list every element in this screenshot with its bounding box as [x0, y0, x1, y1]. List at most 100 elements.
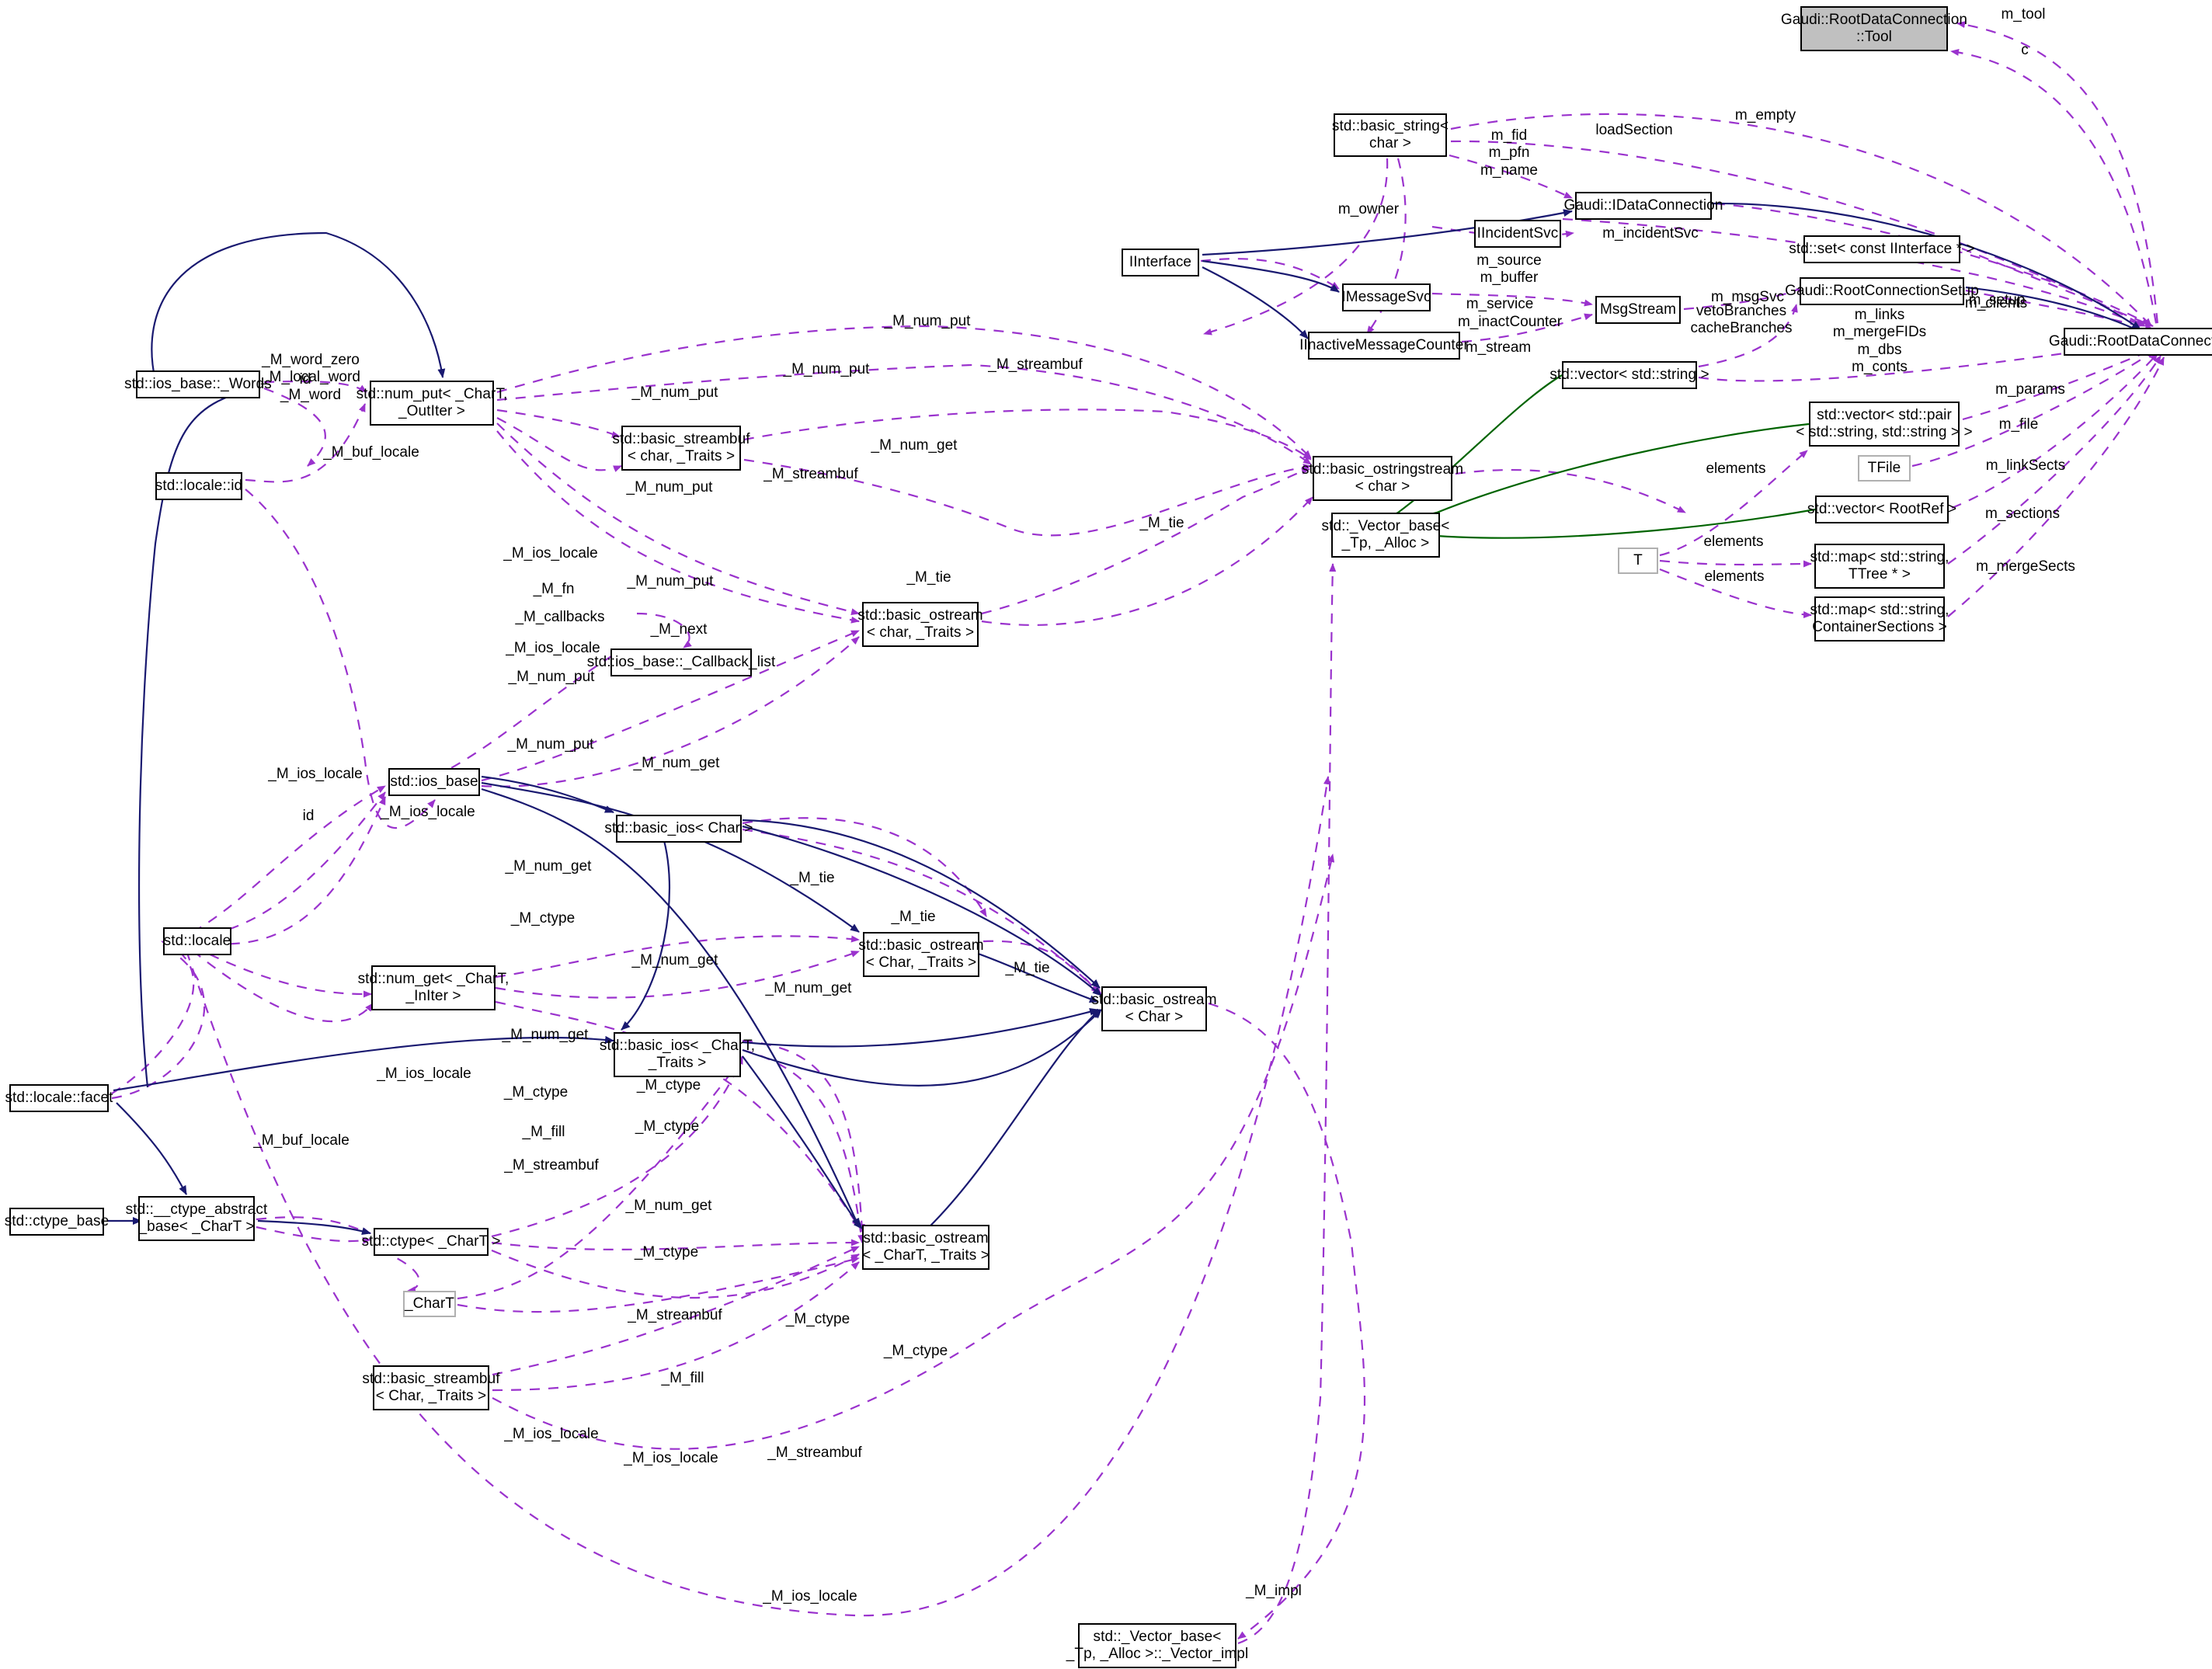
- edge-label: _M_ios_locale: [503, 545, 598, 562]
- edge-label: _M_tie: [906, 569, 951, 586]
- edge-label: _M_ctype: [634, 1244, 699, 1260]
- class-node-basicios_Char[interactable]: std::basic_ios< Char >: [604, 815, 753, 843]
- edge-label: _M_ios_locale: [381, 804, 475, 820]
- edge-label: _M_num_get: [765, 980, 852, 996]
- class-node-bostream_C[interactable]: std::basic_ostream < Char >: [1091, 986, 1217, 1031]
- edge-label: _M_next: [650, 621, 708, 638]
- inheritance-edges: [107, 202, 2143, 1235]
- edge-label: _M_fill: [661, 1370, 704, 1386]
- class-node-numput[interactable]: std::num_put< _CharT, _OutIter >: [356, 381, 507, 426]
- class-node-callbacklist[interactable]: std::ios_base::_Callback_list: [587, 648, 775, 676]
- edge-label: _M_ios_locale: [763, 1588, 857, 1605]
- edge-label: _M_ctype: [510, 910, 576, 927]
- edge-label: _M_tie: [1139, 515, 1184, 531]
- class-node-vecpair[interactable]: std::vector< std::pair < std::string, st…: [1796, 402, 1973, 447]
- edge-label: m_sections: [1984, 506, 2061, 522]
- class-node-tool[interactable]: Gaudi::RootDataConnection ::Tool: [1781, 6, 1967, 51]
- class-node-idataconn[interactable]: Gaudi::IDataConnection: [1564, 192, 1723, 220]
- edge-label: _M_ios_locale: [377, 1066, 471, 1082]
- class-node-ctypeabstract[interactable]: std::__ctype_abstract _base< _CharT >: [126, 1196, 267, 1241]
- edge-label: _M_num_get: [633, 755, 720, 771]
- class-node-bstreambuf_Ct[interactable]: std::basic_streambuf < Char, _Traits >: [362, 1365, 500, 1410]
- class-node-ctypebase[interactable]: std::ctype_base: [5, 1208, 109, 1236]
- class-node-vecstring[interactable]: std::vector< std::string >: [1549, 361, 1709, 389]
- edge-label: _M_streambuf: [628, 1307, 722, 1323]
- class-node-T[interactable]: T: [1618, 548, 1658, 574]
- class-node-numget[interactable]: std::num_get< _CharT, _InIter >: [358, 965, 509, 1010]
- edge-label: elements: [1706, 461, 1766, 477]
- class-node-localefacet[interactable]: std::locale::facet: [5, 1084, 113, 1112]
- class-node-setup[interactable]: Gaudi::RootConnectionSetup: [1785, 277, 1979, 305]
- edge-label: _M_tie: [891, 909, 936, 925]
- class-node-rootdataconn[interactable]: Gaudi::RootDataConnection: [2049, 328, 2212, 356]
- edge-label: _M_streambuf: [988, 356, 1083, 373]
- class-node-vectorimpl[interactable]: std::_Vector_base< _Tp, _Alloc >::_Vecto…: [1066, 1623, 1248, 1668]
- edge-label: m_links m_mergeFIDs m_dbs m_conts: [1832, 307, 1927, 376]
- edge-label: m_clients: [1964, 295, 2028, 311]
- edge-label: id: [302, 808, 315, 824]
- class-node-CharT[interactable]: _CharT: [403, 1291, 456, 1317]
- class-node-vecrootref[interactable]: std::vector< RootRef >: [1807, 495, 1956, 523]
- edge-label: c: [2021, 42, 2029, 58]
- class-node-vectorbase[interactable]: std::_Vector_base< _Tp, _Alloc >: [1322, 513, 1449, 558]
- edge-label: _M_ios_locale: [506, 640, 600, 656]
- edge-label: m_file: [1998, 416, 2039, 433]
- edge-label: _M_ctype: [503, 1084, 569, 1100]
- edge-label: m_source m_buffer: [1476, 252, 1542, 287]
- edge-label: m_tool: [2001, 6, 2046, 23]
- class-node-ctype_CharT[interactable]: std::ctype< _CharT >: [361, 1228, 500, 1256]
- edge-label: elements: [1704, 569, 1765, 585]
- edge-label: _M_num_put: [631, 384, 718, 401]
- edge-label: elements: [1703, 534, 1764, 550]
- edge-label: _M_word_zero _M_local_word _M_word: [261, 352, 360, 403]
- class-node-bostream_Ct[interactable]: std::basic_ostream < Char, _Traits >: [858, 932, 984, 977]
- class-node-mapttree[interactable]: std::map< std::string, TTree * >: [1810, 544, 1949, 589]
- edge-label: _M_buf_locale: [323, 444, 419, 461]
- edge-label: _M_streambuf: [504, 1157, 599, 1174]
- class-node-imsgsvc[interactable]: IMessageSvc: [1341, 283, 1431, 311]
- class-node-iincident[interactable]: IIncidentSvc: [1474, 220, 1561, 248]
- edge-label: _M_buf_locale: [253, 1132, 350, 1149]
- edge-label: _M_streambuf: [767, 1445, 862, 1461]
- edge-label: _M_ios_locale: [504, 1426, 599, 1442]
- edge-label: _M_num_put: [626, 479, 713, 495]
- edge-label: _M_num_get: [871, 437, 958, 454]
- edge-label: m_incidentSvc: [1602, 225, 1699, 242]
- class-node-mapcont[interactable]: std::map< std::string, ContainerSections…: [1810, 596, 1949, 642]
- class-node-iosbase[interactable]: std::ios_base: [388, 768, 480, 796]
- class-node-basicios_CtT[interactable]: std::basic_ios< _CharT, _Traits >: [600, 1032, 755, 1077]
- edge-label: m_owner: [1337, 201, 1400, 217]
- edge-label: m_mergeSects: [1976, 558, 2075, 575]
- class-node-tfile[interactable]: TFile: [1858, 455, 1911, 482]
- class-node-ostringstream[interactable]: std::basic_ostringstream < char >: [1302, 456, 1463, 501]
- edge-label: _M_num_get: [505, 858, 592, 874]
- edge-label: m_linkSects: [1985, 457, 2066, 474]
- class-node-words[interactable]: std::ios_base::_Words: [124, 370, 272, 398]
- edge-label: _M_ctype: [785, 1311, 850, 1327]
- class-node-bostream_ct[interactable]: std::basic_ostream < char, _Traits >: [857, 602, 983, 647]
- edge-label: _M_ctype: [883, 1343, 948, 1359]
- edge-label: loadSection: [1595, 122, 1673, 138]
- class-node-msgstream[interactable]: MsgStream: [1595, 296, 1681, 324]
- class-node-iinterface[interactable]: IInterface: [1122, 249, 1199, 276]
- edge-label: m_params: [1995, 381, 2065, 398]
- class-node-iinactive[interactable]: IInactiveMessageCounter: [1299, 332, 1469, 360]
- edge-label: _M_num_put: [627, 573, 714, 589]
- class-node-bstreambuf_ct[interactable]: std::basic_streambuf < char, _Traits >: [612, 426, 750, 471]
- edge-label: _M_tie: [790, 870, 835, 886]
- edge-label: _M_callbacks: [515, 609, 605, 625]
- edge-label: _M_ctype: [635, 1118, 700, 1135]
- edge-label: _M_impl: [1246, 1583, 1302, 1599]
- class-node-basicstring[interactable]: std::basic_string< char >: [1332, 113, 1449, 157]
- edge-label: _M_num_put: [783, 361, 870, 377]
- edge-label: _M_streambuf: [763, 466, 858, 482]
- class-node-bostream_CtT2[interactable]: std::basic_ostream < _CharT, _Traits >: [862, 1225, 989, 1270]
- edge-label: vetoBranches cacheBranches: [1690, 303, 1793, 337]
- edge-label: _M_num_put: [507, 736, 594, 753]
- edge-label: _M_num_put: [508, 669, 595, 685]
- class-node-localeo[interactable]: std::locale: [163, 927, 231, 955]
- class-node-set[interactable]: std::set< const IInterface * >: [1789, 235, 1975, 263]
- class-node-localeid[interactable]: std::locale::id: [155, 472, 242, 500]
